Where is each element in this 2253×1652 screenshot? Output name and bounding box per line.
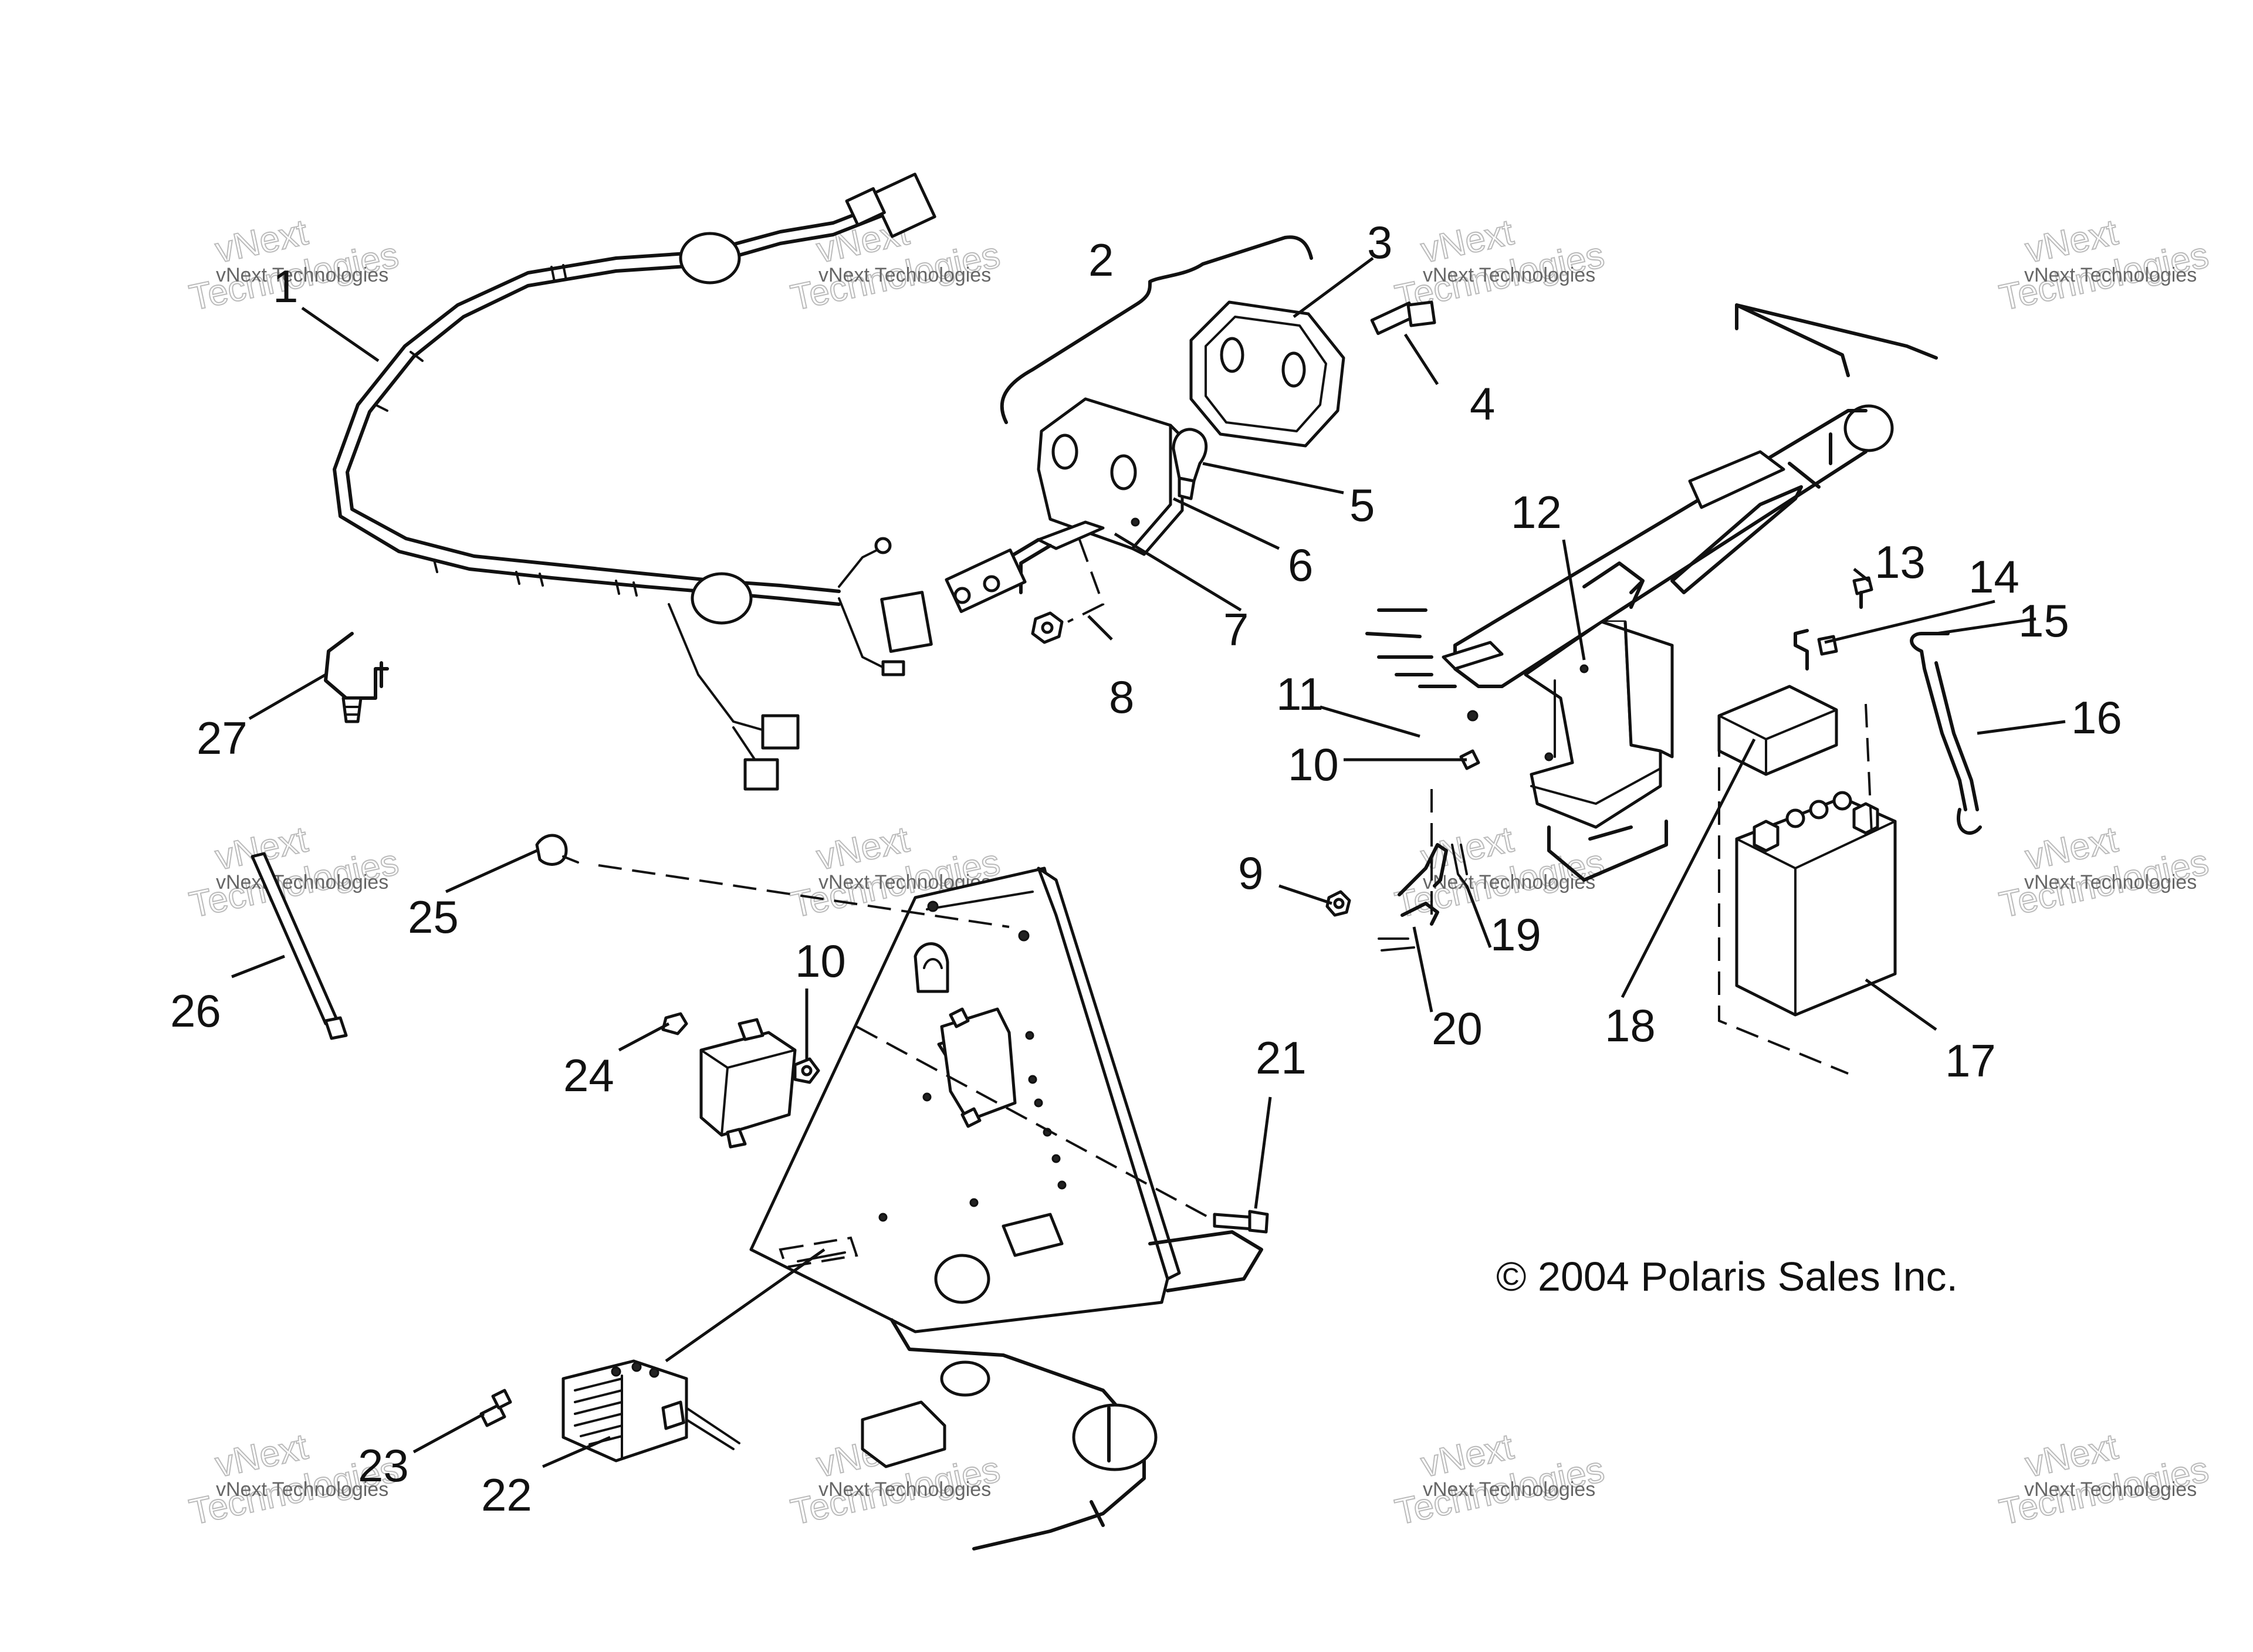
ignition-coil	[699, 1018, 797, 1149]
watermark-label-12: vNext Technologies	[2024, 1478, 2197, 1501]
callout-19: 19	[1490, 909, 1541, 960]
battery-pad	[1717, 685, 1838, 776]
callout-7: 7	[1223, 604, 1249, 655]
watermark-tile-8: vNext Technologies	[1995, 818, 2213, 926]
callout-9: 9	[1238, 847, 1263, 899]
watermark-label-5: vNext Technologies	[216, 871, 388, 893]
callout-10: 10	[1288, 739, 1339, 790]
watermark-tile-11: vNext Technologies	[1391, 1426, 1608, 1533]
callout-10-plate: 10	[795, 935, 846, 987]
watermark-tile-3: vNext Technologies	[1391, 211, 1608, 319]
copyright-text: © 2004 Polaris Sales Inc.	[1496, 1254, 1958, 1299]
callout-2: 2	[1088, 234, 1114, 286]
battery	[1718, 703, 1897, 1075]
callout-12: 12	[1511, 486, 1562, 538]
nut-part-8	[1031, 611, 1064, 644]
watermark-label-2: vNext Technologies	[818, 264, 991, 286]
watermark-label-4: vNext Technologies	[2024, 264, 2197, 286]
watermark-label-11: vNext Technologies	[1423, 1478, 1595, 1501]
callout-18: 18	[1605, 1000, 1656, 1051]
watermark-tile-5: vNext Technologies	[185, 818, 402, 926]
assembly-bracket	[1000, 235, 1313, 424]
battery-cable-bits	[1325, 710, 1554, 952]
callout-23: 23	[358, 1440, 409, 1491]
watermark-label-3: vNext Technologies	[1423, 264, 1595, 286]
callout-27: 27	[197, 712, 248, 764]
callout-6: 6	[1288, 539, 1313, 591]
watermark-label-8: vNext Technologies	[2024, 871, 2197, 893]
taillight-housing	[1037, 397, 1184, 556]
harness-clip	[324, 632, 389, 723]
screw-part-4	[1370, 300, 1436, 336]
small-fasteners	[251, 834, 1269, 1427]
watermark-tile-12: vNext Technologies	[1995, 1426, 2213, 1533]
battery-strap	[1910, 632, 1982, 835]
callout-22: 22	[481, 1469, 532, 1521]
callout-8: 8	[1109, 671, 1134, 723]
callout-24: 24	[563, 1050, 614, 1101]
callout-15: 15	[2018, 595, 2069, 646]
wiring-harness	[333, 172, 936, 791]
cdi-box	[940, 1007, 1017, 1128]
callout-16: 16	[2071, 692, 2122, 743]
callout-13: 13	[1875, 536, 1926, 588]
lower-frame	[861, 1230, 1263, 1551]
callout-11: 11	[1276, 668, 1324, 720]
callout-20: 20	[1432, 1003, 1483, 1054]
frame-rail	[1365, 303, 1938, 688]
watermark-label-1: vNext Technologies	[216, 264, 388, 286]
callout-25: 25	[408, 891, 459, 943]
watermark-label-7: vNext Technologies	[1423, 871, 1595, 893]
taillight-bulb	[1172, 428, 1208, 500]
callout-4: 4	[1470, 378, 1495, 429]
watermark-label-10: vNext Technologies	[818, 1478, 991, 1501]
taillight-lens	[1189, 300, 1345, 448]
socket-pigtail	[945, 520, 1105, 623]
callout-17: 17	[1945, 1035, 1996, 1086]
callout-21: 21	[1256, 1032, 1307, 1084]
voltage-regulator	[561, 1359, 740, 1463]
battery-bracket	[1524, 620, 1674, 882]
leader-lines	[231, 256, 2066, 1468]
callout-1: 1	[273, 260, 298, 312]
dash-line-clip	[598, 864, 1010, 928]
callout-26: 26	[170, 985, 221, 1037]
callout-5: 5	[1349, 479, 1375, 531]
battery-clamp	[1794, 576, 1873, 671]
callout-3: 3	[1367, 216, 1392, 268]
watermark-label-9: vNext Technologies	[216, 1478, 388, 1501]
watermark-tile-4: vNext Technologies	[1995, 211, 2213, 319]
callout-14: 14	[1968, 551, 2019, 602]
